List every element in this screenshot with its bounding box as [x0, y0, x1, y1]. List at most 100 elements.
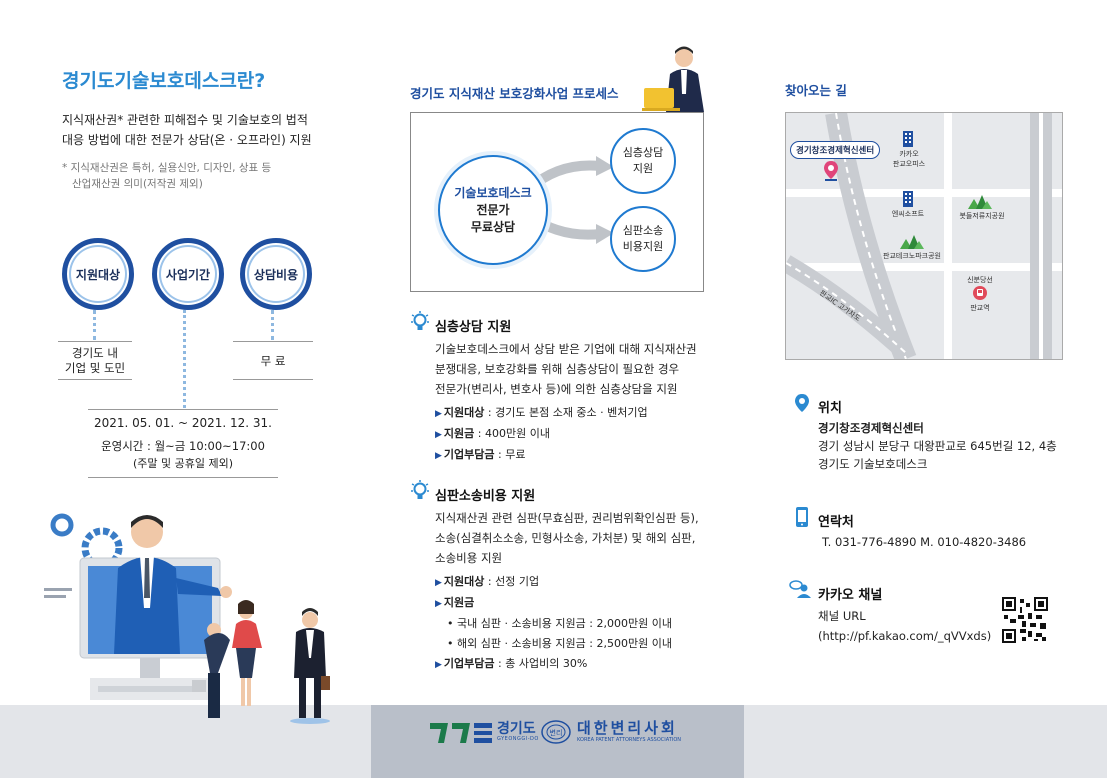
circle-consult-cost: 상담비용	[240, 238, 312, 310]
process-title: 경기도 지식재산 보호강화사업 프로세스	[410, 86, 619, 101]
qr-code-icon[interactable]	[1002, 597, 1048, 643]
node-litigation-line-2: 비용지원	[622, 240, 664, 253]
center-node-tech-desk: 기술보호데스크 전문가 무료상담	[438, 155, 548, 265]
support-target-line-2: 기업 및 도민	[64, 361, 126, 375]
building-icon	[903, 131, 913, 147]
bullet-label: 기업부담금	[443, 448, 495, 461]
support-target-line-1: 경기도 내	[72, 346, 118, 360]
map-label-line: 신분당선	[967, 276, 993, 284]
building-icon	[903, 191, 913, 207]
gyeonggi-logo-en: GYEONGGI-DO	[497, 736, 539, 742]
location-details: 경기창조경제혁신센터 경기 성남시 분당구 대왕판교로 645번길 12, 4층…	[818, 419, 1078, 473]
kpaa-logo-text: 대한변리사회	[577, 719, 678, 737]
phone-icon	[796, 507, 808, 527]
location-title: 위치	[818, 401, 842, 416]
bullet-label: 지원금	[443, 596, 475, 609]
operating-hours: 운영시간 : 월~금 10:00~17:00	[101, 439, 265, 453]
gyeonggi-logo-text: 경기도	[497, 721, 536, 737]
sub-bullet: • 국내 심판 · 소송비용 지원금 : 2,000만원 이내	[447, 617, 672, 630]
consultation-illustration	[44, 513, 330, 724]
bullet-item: ▶기업부담금 : 무료	[435, 448, 526, 461]
divider	[88, 477, 278, 478]
node-litigation-line-1: 심판소송	[622, 224, 664, 237]
body-line: 소송비용 지원	[435, 551, 503, 565]
location-address: 경기 성남시 분당구 대왕판교로 645번길 12, 4층	[818, 439, 1057, 453]
lightbulb-icon	[411, 480, 429, 499]
connector-3	[271, 310, 274, 340]
footnote: * 지식재산권은 특허, 실용신안, 디자인, 상표 등 산업재산권 의미(저작…	[62, 160, 362, 192]
circle-business-period: 사업기간	[152, 238, 224, 310]
location-desk: 경기도 기술보호데스크	[818, 457, 928, 471]
section-litigation-bullets: ▶지원대상 : 선정 기업 ▶지원금 • 국내 심판 · 소송비용 지원금 : …	[435, 572, 735, 675]
business-period-value: 2021. 05. 01. ~ 2021. 12. 31.	[94, 416, 272, 430]
center-node-line-1: 기술보호데스크	[454, 185, 532, 200]
directions-title: 찾아오는 길	[785, 83, 847, 98]
divider	[58, 379, 132, 380]
divider	[233, 341, 313, 342]
bullet-item: ▶지원대상 : 경기도 본점 소재 중소 · 벤처기업	[435, 406, 648, 419]
bullet-value: : 무료	[494, 448, 526, 461]
footnote-line-1: * 지식재산권은 특허, 실용신안, 디자인, 상표 등	[62, 162, 272, 174]
section-deep-consult-bullets: ▶지원대상 : 경기도 본점 소재 중소 · 벤처기업 ▶지원금 : 400만원…	[435, 403, 725, 466]
location-map: 경기창조경제혁신센터 카카오 판교오피스 엔씨소프트 봇들저류지공원 판교테크노…	[785, 112, 1063, 360]
center-node-line-2: 전문가	[476, 202, 510, 217]
kakao-url-label: 채널 URL	[818, 609, 866, 623]
map-label-kakao-line-1: 카카오	[899, 150, 919, 158]
section-litigation-body: 지식재산권 관련 심판(무효심판, 권리범위확인심판 등), 소송(심결취소소송…	[435, 508, 735, 568]
bullet-label: 지원대상	[443, 406, 485, 419]
section-deep-consult-body: 기술보호데스크에서 상담 받은 기업에 대해 지식재산권 분쟁대응, 보호강화를…	[435, 339, 725, 399]
map-label-ncsoft: 엔씨소프트	[891, 210, 925, 218]
bullet-label: 지원금	[443, 427, 475, 440]
operating-hours-note: (주말 및 공휴일 제외)	[132, 457, 234, 470]
bullet-item: ▶지원대상 : 선정 기업	[435, 575, 540, 588]
body-line: 분쟁대응, 보호강화를 위해 심층상담이 필요한 경우	[435, 362, 680, 376]
section-litigation-title: 심판소송비용 지원	[435, 489, 536, 504]
footer-band-right	[744, 705, 1107, 778]
map-label-park-1: 봇들저류지공원	[959, 212, 1005, 220]
support-target-value: 경기도 내 기업 및 도민	[58, 346, 132, 376]
location-pin-icon	[795, 394, 809, 412]
map-label-station: 판교역	[970, 304, 990, 312]
bullet-item: ▶지원금 : 400만원 이내	[435, 427, 550, 440]
connector-2	[183, 310, 186, 408]
kpaa-logo-en: KOREA PATENT ATTORNEYS ASSOCIATION	[577, 737, 681, 743]
gyeonggi-logo-mark	[430, 723, 492, 743]
body-line: 기술보호데스크에서 상담 받은 기업에 대해 지식재산권	[435, 342, 697, 356]
map-pin-icon	[824, 161, 838, 181]
map-label-kakao: 카카오 판교오피스	[886, 149, 932, 169]
map-label-kakao-line-2: 판교오피스	[892, 160, 926, 168]
node-deep-consult: 심층상담 지원	[610, 128, 676, 194]
contact-title: 연락처	[818, 515, 854, 530]
body-line: 지식재산권 관련 심판(무효심판, 권리범위확인심판 등),	[435, 511, 699, 525]
subway-icon	[973, 286, 987, 300]
park-icon	[968, 195, 992, 209]
intro-text: 지식재산권* 관련한 피해접수 및 기술보호의 법적 대응 방법에 대한 전문가…	[62, 110, 362, 150]
panel-title: 경기도기술보호데스크란?	[62, 70, 266, 92]
bullet-label: 지원대상	[443, 575, 485, 588]
kakao-url[interactable]: (http://pf.kakao.com/_qVVxds)	[818, 629, 992, 643]
contact-numbers: T. 031-776-4890 M. 010-4820-3486	[822, 535, 1027, 549]
node-deep-consult-line-2: 지원	[632, 162, 654, 175]
bullet-value: : 총 사업비의 30%	[494, 657, 588, 670]
section-deep-consult-title: 심층상담 지원	[435, 320, 512, 335]
intro-line-1: 지식재산권* 관련한 피해접수 및 기술보호의 법적	[62, 113, 308, 127]
intro-line-2: 대응 방법에 대한 전문가 상담(온 · 오프라인) 지원	[62, 133, 312, 147]
bullet-value: : 선정 기업	[484, 575, 540, 588]
presenter-illustration	[642, 46, 704, 112]
circle-support-target: 지원대상	[62, 238, 134, 310]
kakao-channel-icon	[789, 580, 811, 598]
footer-band-middle	[371, 705, 744, 778]
kpaa-seal-icon: 변리	[541, 720, 571, 744]
lightbulb-icon	[411, 311, 429, 330]
park-icon	[900, 235, 924, 249]
connector-1	[93, 310, 96, 340]
divider	[233, 379, 313, 380]
bullet-value: : 400만원 이내	[474, 427, 550, 440]
sub-bullet: • 해외 심판 · 소송비용 지원금 : 2,500만원 이내	[447, 637, 672, 650]
body-line: 전문가(변리사, 변호사 등)에 의한 심층상담을 지원	[435, 382, 678, 396]
node-litigation-support: 심판소송 비용지원	[610, 206, 676, 272]
location-name: 경기창조경제혁신센터	[818, 421, 924, 435]
footnote-line-2: 산업재산권 의미(저작권 제외)	[72, 178, 203, 190]
bullet-item: ▶지원금	[435, 596, 475, 609]
bullet-item: ▶기업부담금 : 총 사업비의 30%	[435, 657, 588, 670]
